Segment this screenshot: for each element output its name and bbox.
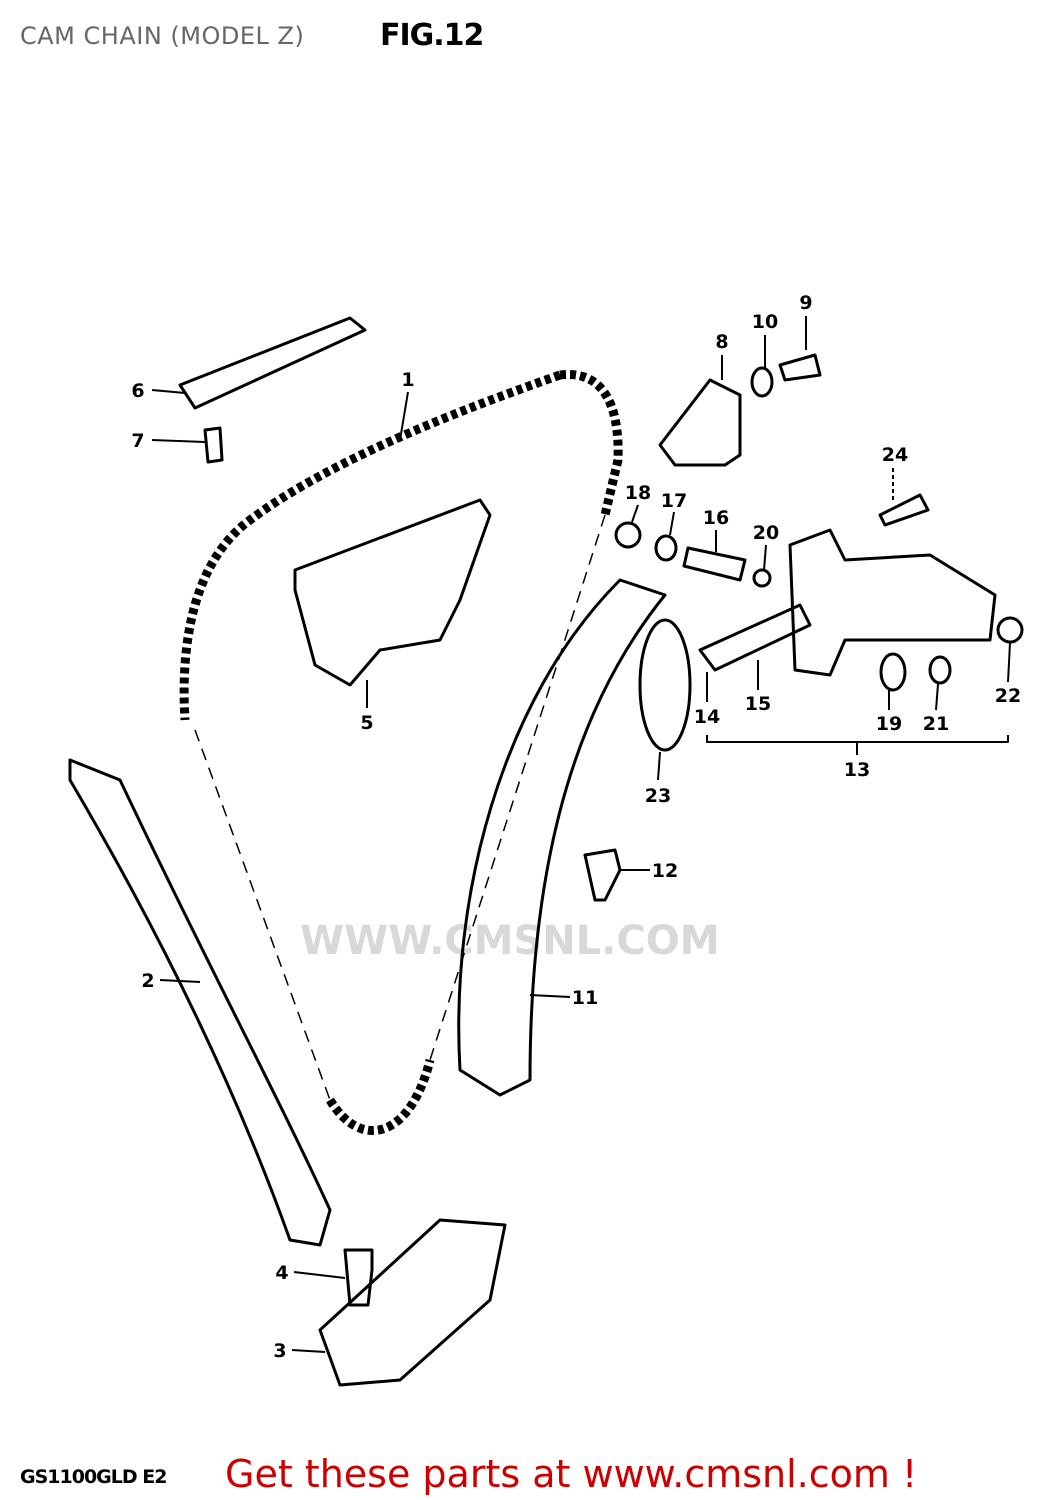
watermark: WWW.CMSNL.COM: [300, 918, 720, 964]
washer-10: [750, 366, 774, 398]
pushrod-15: [698, 603, 812, 672]
guide-2: [68, 758, 332, 1247]
guide-11: [457, 578, 667, 1097]
callout-21: 21: [923, 713, 949, 735]
bolt-7: [203, 426, 224, 464]
callout-12: 12: [652, 860, 678, 882]
bolt-12: [583, 848, 622, 902]
page-title: CAM CHAIN (MODEL Z): [20, 22, 305, 50]
callout-3: 3: [273, 1340, 286, 1362]
callout-24: 24: [882, 444, 908, 466]
callout-11: 11: [572, 987, 598, 1009]
gasket-23: [638, 618, 692, 752]
callout-7: 7: [131, 430, 144, 452]
callout-6: 6: [131, 380, 144, 402]
callout-4: 4: [275, 1262, 288, 1284]
parts-link[interactable]: Get these parts at www.cmsnl.com !: [225, 1452, 918, 1496]
tensioner-body: [788, 528, 997, 677]
callout-2: 2: [141, 970, 154, 992]
ring-21: [928, 655, 952, 685]
callout-14: 14: [694, 706, 720, 728]
nut-18: [614, 521, 642, 549]
callout-20: 20: [753, 522, 779, 544]
clip-20: [752, 568, 772, 588]
bolt-24: [878, 493, 930, 527]
oring-19: [879, 652, 907, 692]
callout-23: 23: [645, 785, 671, 807]
guide-5: [293, 498, 492, 687]
pin-16: [682, 546, 747, 582]
model-code: GS1100GLD E2: [20, 1466, 167, 1488]
callout-1: 1: [401, 369, 414, 391]
callout-5: 5: [360, 712, 373, 734]
callout-13: 13: [844, 759, 870, 781]
callout-15: 15: [745, 693, 771, 715]
callout-9: 9: [799, 292, 812, 314]
figure-label: FIG.12: [380, 18, 484, 53]
callout-22: 22: [995, 685, 1021, 707]
cover-8: [658, 378, 742, 467]
cap-22: [996, 616, 1024, 644]
callout-8: 8: [715, 331, 728, 353]
callout-17: 17: [661, 490, 687, 512]
callout-10: 10: [752, 311, 778, 333]
bolt-9: [778, 353, 822, 382]
holder-3: [318, 1218, 507, 1387]
washer-17: [654, 534, 678, 562]
callout-16: 16: [703, 507, 729, 529]
callout-18: 18: [625, 482, 651, 504]
callout-19: 19: [876, 713, 902, 735]
bolt-4: [343, 1248, 374, 1307]
cam-chain: [179, 369, 623, 1135]
guide-6: [178, 316, 367, 410]
